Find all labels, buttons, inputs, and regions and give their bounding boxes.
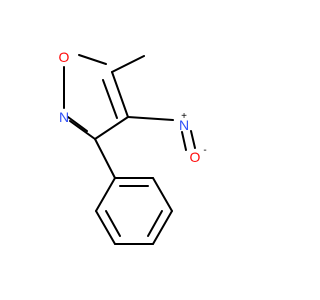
bond-c4-c3 [94, 116, 129, 140]
nitro-nitrogen-label: N [179, 117, 189, 133]
ring-oxygen-label: O [59, 49, 70, 65]
nitro-oxygen-label: O [190, 149, 201, 165]
benzene-ring [95, 177, 173, 245]
nitro-group [127, 116, 196, 151]
bond-c3-n2 [69, 120, 96, 140]
bond-o1-c5 [78, 54, 107, 65]
ring-nitrogen-label: N [59, 109, 69, 125]
bond-ph3-ph4-inner [147, 210, 163, 237]
bond-ph6-ph1 [95, 177, 116, 212]
bond-ph2-ph3 [152, 177, 173, 212]
bond-c3-n2-double [67, 116, 88, 132]
bond-ph5-ph6 [95, 210, 116, 245]
nitro-nitrogen-charge: + [181, 111, 187, 122]
bond-c3-phenyl [94, 138, 116, 179]
isoxazole-ring [63, 54, 129, 140]
molecule-structure: O N N + O - [0, 0, 300, 300]
bond-c5-c4 [111, 71, 129, 118]
bond-c5-c4-double [102, 79, 118, 119]
nitro-oxygen-charge: - [203, 145, 206, 156]
bond-ph5-ph6-inner [105, 210, 121, 237]
bond-c5-methyl [111, 55, 145, 73]
bond-c4-nitro-n [127, 116, 174, 121]
background [0, 0, 300, 300]
bond-nitro-n-o [190, 130, 196, 149]
bond-nitro-n-o-double [181, 131, 187, 151]
bond-ph3-ph4 [152, 210, 173, 245]
